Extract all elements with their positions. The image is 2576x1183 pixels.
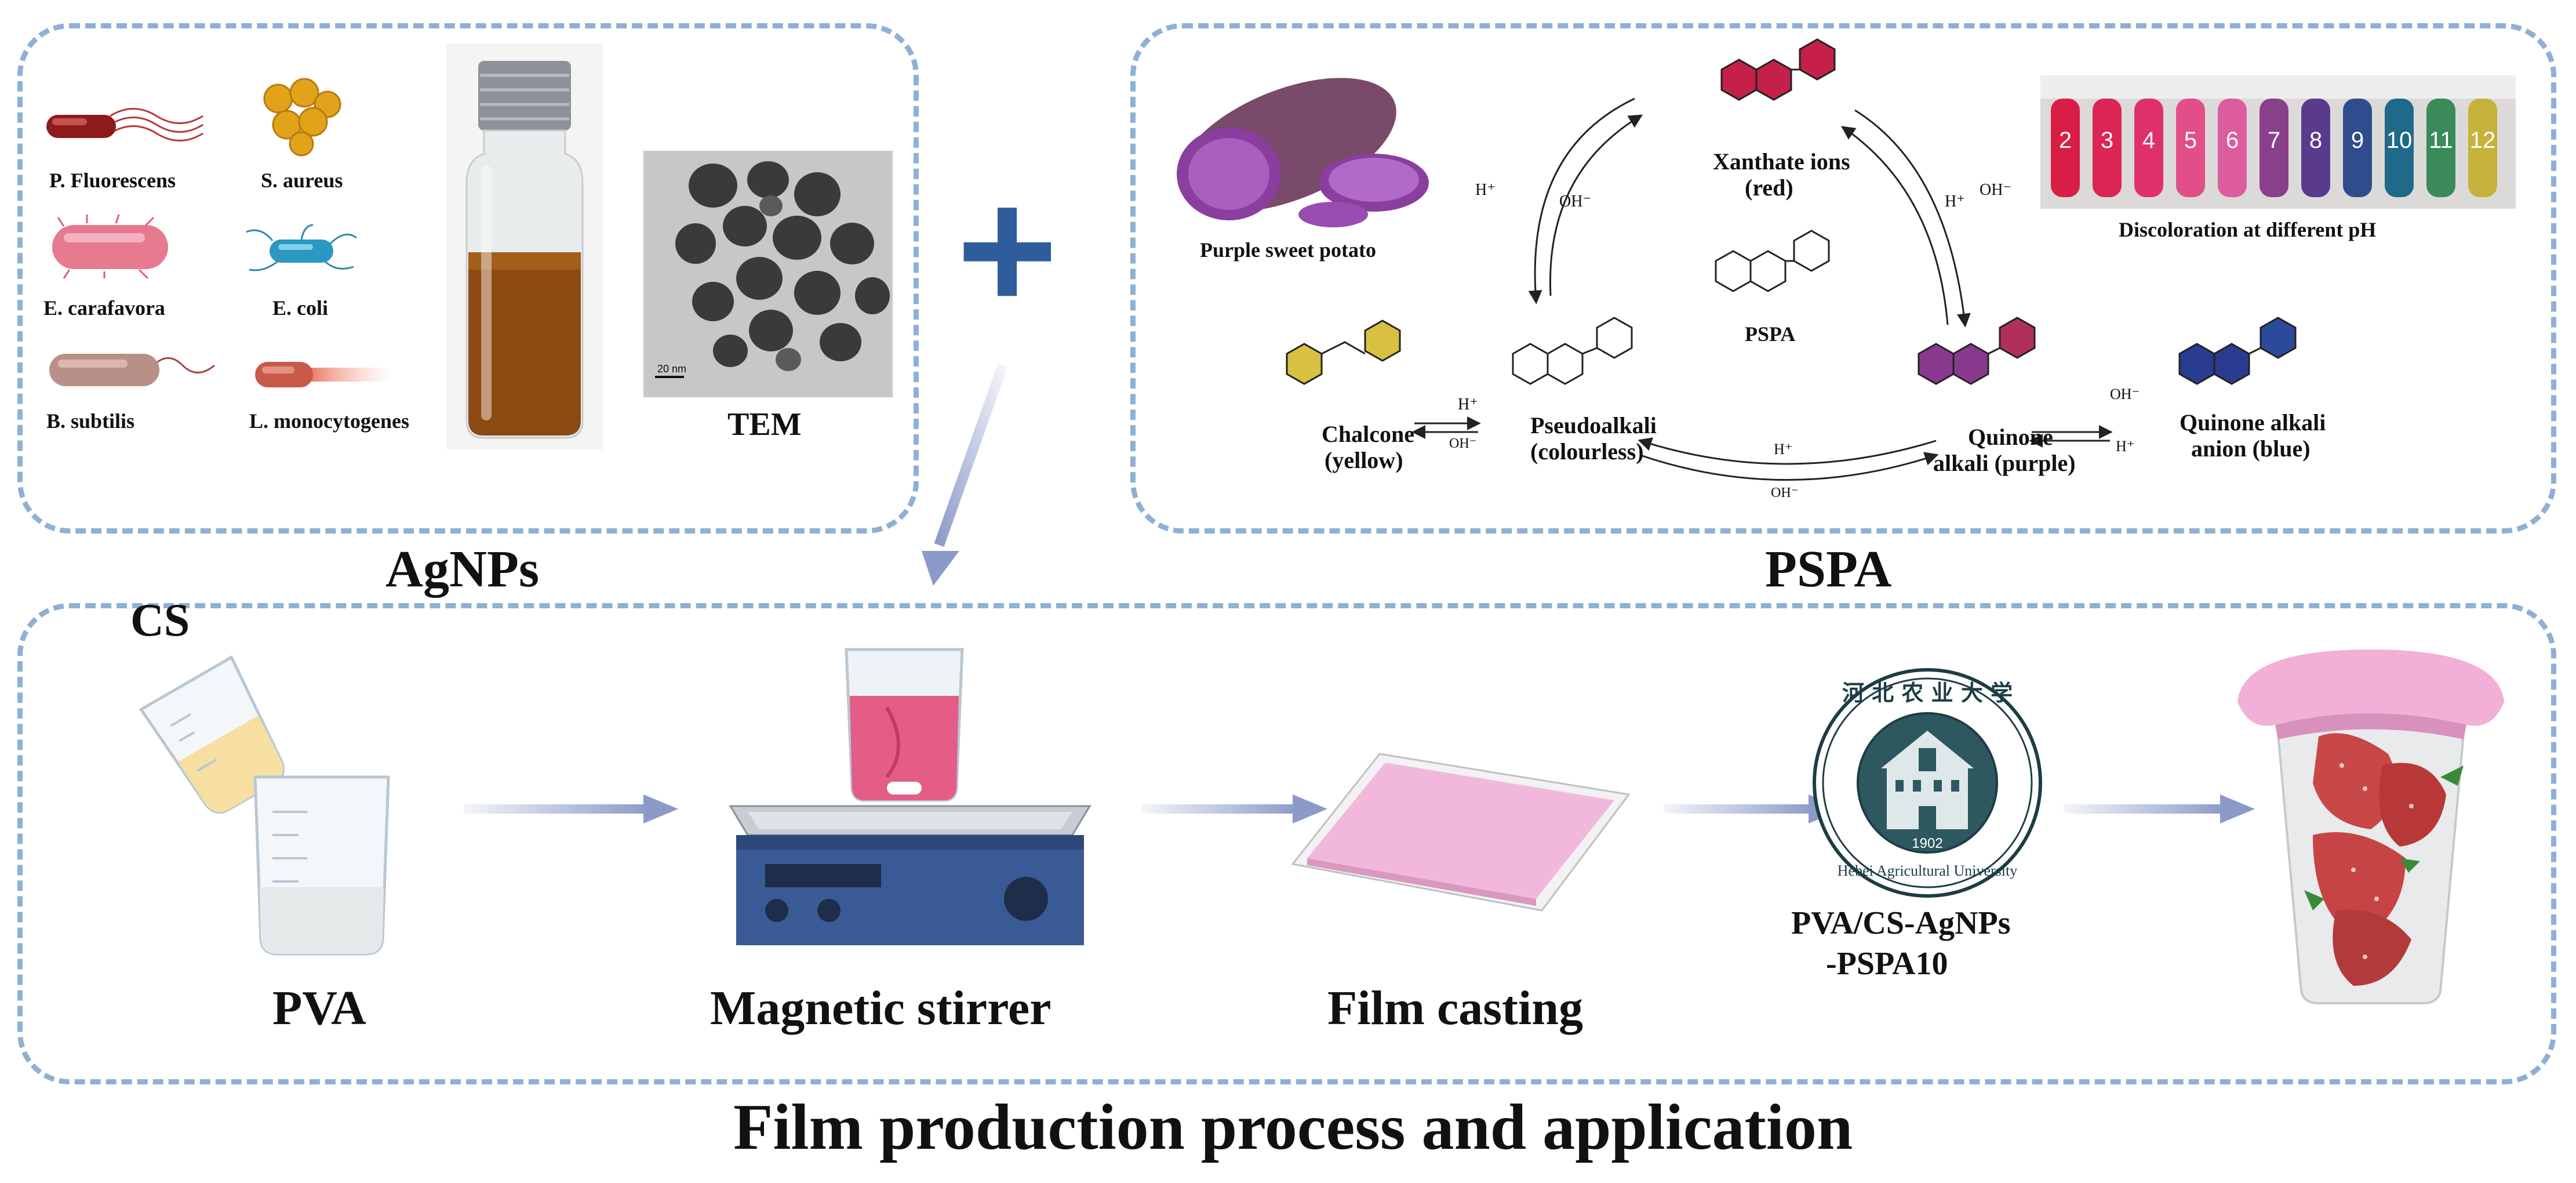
ph-discoloration-label: Discoloration at different pH	[2119, 218, 2377, 241]
reagent-h-anion: H⁺	[2116, 438, 2135, 455]
strawberry-cup-application	[2237, 649, 2504, 1004]
bacteria-label-e-coli: E. coli	[272, 296, 328, 320]
coccus-cluster-icon	[263, 78, 341, 157]
compound-chalcone-line2: (yellow)	[1325, 447, 1403, 473]
ph-tube	[2301, 99, 2330, 197]
tem-scale-bar: 20 nm	[657, 363, 686, 375]
agnp-solution-bottle	[446, 43, 603, 449]
step-product-label-line1: PVA/CS-AgNPs	[1791, 905, 2011, 941]
compound-chalcone-line1: Chalcone	[1322, 421, 1414, 447]
ph-tube-label: 7	[2268, 128, 2280, 153]
bacteria-label-s-aureus: S. aureus	[261, 169, 343, 192]
ph-tube	[2343, 99, 2372, 197]
bacillus-icon	[49, 354, 215, 386]
process-arrow-4	[2064, 794, 2255, 823]
purple-sweet-potato-image	[1177, 78, 1429, 227]
reagent-h-right: H⁺	[1945, 193, 1965, 211]
seal-year: 1902	[1912, 836, 1942, 851]
bacteria-label-b-subtilis: B. subtilis	[46, 409, 135, 433]
e-coli-icon	[246, 224, 357, 271]
molecule-chalcone	[1286, 320, 1401, 385]
cs-label: CS	[130, 595, 190, 646]
ph-tube	[2093, 99, 2122, 197]
pspa-panel	[1130, 23, 2556, 534]
pspa-section-label: PSPA	[1765, 540, 1892, 598]
molecule-quinone-anion	[2178, 317, 2297, 385]
ph-tube-label: 3	[2101, 128, 2113, 153]
reagent-oh-left: OH⁻	[1559, 193, 1592, 211]
compound-pseudo-line2: (colourless)	[1530, 438, 1644, 465]
reagent-h-chalcone: H⁺	[1458, 395, 1478, 413]
plus-down-arrow	[922, 363, 1008, 586]
compound-pspa-center: PSPA	[1745, 322, 1796, 346]
reagent-oh-chalcone: OH⁻	[1449, 436, 1477, 451]
plus-symbol: +	[956, 152, 1058, 347]
ph-tube	[2468, 99, 2497, 197]
rod-bacterium-flagella-icon	[46, 108, 203, 141]
film-casting-image	[1291, 753, 1631, 912]
reagent-oh-bottom: OH⁻	[1771, 485, 1799, 500]
ph-tube-label: 5	[2184, 128, 2197, 153]
compound-quinone-line2: alkali (purple)	[1933, 450, 2076, 476]
ph-tube-label: 2	[2059, 128, 2072, 153]
ph-tube	[2260, 99, 2288, 197]
ph-tube-label: 10	[2386, 128, 2413, 153]
step-film-casting-label: Film casting	[1327, 981, 1583, 1035]
reagent-h-left: H⁺	[1475, 181, 1496, 199]
process-arrow-2	[1142, 794, 1327, 823]
compound-anion-line2: anion (blue)	[2191, 436, 2311, 462]
ph-tube	[2426, 99, 2455, 197]
purple-sweet-potato-label: Purple sweet potato	[1200, 238, 1376, 262]
ph-tube	[2134, 99, 2163, 197]
process-panel	[17, 603, 2556, 1084]
compound-pseudo-line1: Pseudoalkali	[1530, 412, 1657, 438]
reagent-oh-anion: OH⁻	[2110, 386, 2140, 402]
reagent-h-bottom: H⁺	[1774, 441, 1793, 458]
ph-tube-label: 12	[2470, 128, 2496, 153]
molecule-pspa-center	[1715, 230, 1830, 292]
ph-tube-label: 11	[2429, 128, 2453, 153]
pink-rod-bacterium-icon	[52, 214, 168, 280]
seal-chinese-text: 河 北 农 业 大 学	[1842, 680, 2013, 706]
reagent-oh-right: OH⁻	[1980, 181, 2012, 199]
bacteria-label-e-carafavora: E. carafavora	[43, 296, 165, 320]
compound-xanthate-line2: (red)	[1745, 175, 1793, 201]
magnetic-stirrer-image	[729, 648, 1091, 945]
process-section-title: Film production process and application	[733, 1091, 1853, 1163]
molecule-pseudoalkali	[1512, 317, 1633, 385]
seal-english-text: Hebei Agricultural University	[1838, 862, 2017, 879]
compound-anion-line1: Quinone alkali	[2180, 409, 2326, 436]
ph-tube-label: 4	[2142, 128, 2155, 153]
tem-label: TEM	[727, 407, 802, 442]
agnps-panel	[17, 23, 919, 534]
hebei-university-seal-icon: 河 北 农 业 大 学 Hebei Agricultural Universit…	[1813, 668, 2042, 898]
ph-tube-label: 8	[2309, 128, 2322, 153]
bacteria-label-p-fluorescens: P. Fluorescens	[49, 169, 176, 192]
ph-discoloration-tubes: 2 3 4 5 6 7 8 9 10 11 12	[2040, 75, 2516, 209]
ph-tube-label: 6	[2226, 128, 2239, 153]
listeria-icon	[255, 362, 394, 387]
compound-xanthate-line1: Xanthate ions	[1713, 148, 1850, 175]
step-pva-label: PVA	[272, 981, 366, 1035]
molecule-xanthate	[1720, 38, 1836, 101]
reaction-scheme-arrows	[1411, 97, 2113, 481]
ph-tube	[2385, 99, 2414, 197]
bacteria-label-l-monocytogenes: L. monocytogenes	[249, 409, 409, 433]
ph-tube	[2218, 99, 2247, 197]
process-arrow-1	[464, 794, 678, 823]
step-product-label-line2: -PSPA10	[1826, 946, 1948, 982]
compound-quinone-line1: Quinone	[1968, 424, 2053, 450]
molecule-quinone	[1918, 317, 2036, 385]
ph-tube	[2176, 99, 2205, 197]
ph-tube	[2051, 99, 2080, 197]
tem-micrograph: 20 nm	[643, 151, 893, 397]
agnps-section-label: AgNPs	[385, 540, 539, 598]
ph-tube-label: 9	[2351, 128, 2364, 153]
step-magnetic-stirrer-label: Magnetic stirrer	[710, 981, 1051, 1035]
pva-beaker	[253, 775, 390, 956]
